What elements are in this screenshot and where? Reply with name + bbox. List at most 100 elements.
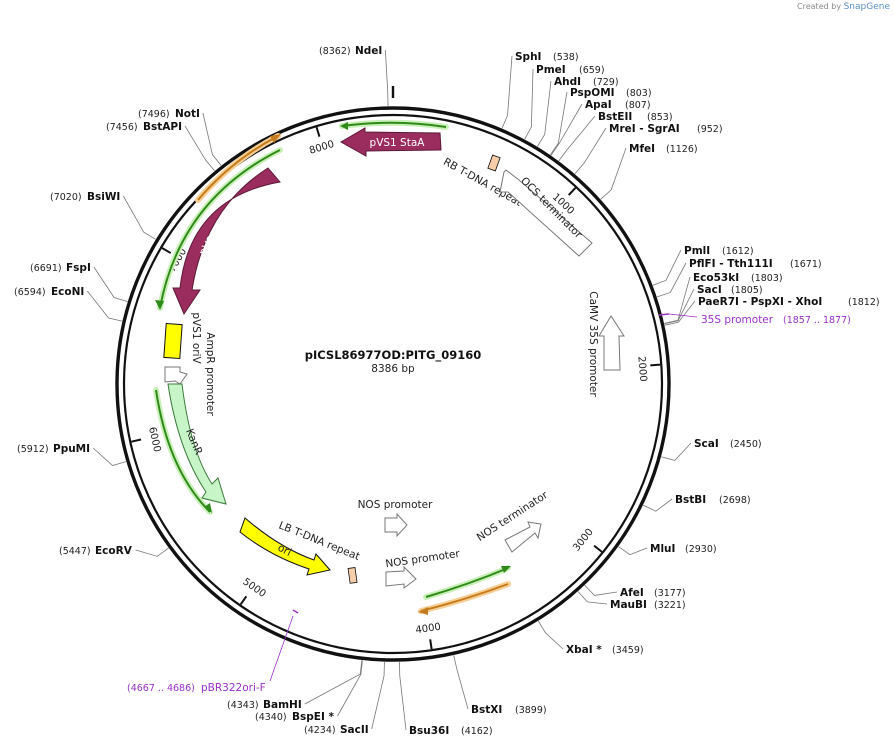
site-bsu36i[interactable]: Bsu36I(4162) — [409, 725, 493, 737]
feature-pvs1-staa[interactable]: pVS1 StaA — [339, 127, 442, 157]
primer-pbr322ori-f-range: (4667 .. 4686) — [127, 683, 195, 694]
orf-repa — [155, 147, 283, 311]
site-leader — [550, 103, 583, 156]
site-leader — [371, 661, 385, 730]
site-leader — [600, 147, 627, 200]
svg-text:(5912): (5912) — [17, 444, 49, 455]
svg-text:(7020): (7020) — [50, 192, 82, 203]
site-ecorv[interactable]: (5447) EcoRV — [59, 545, 133, 557]
svg-text:BstAPI: BstAPI — [143, 121, 182, 133]
feature-ori[interactable]: ori — [239, 517, 331, 576]
site-leader — [550, 91, 568, 156]
site-bsiwi[interactable]: (7020)BsiWI — [50, 191, 120, 203]
svg-text:PflFI - Tth111I: PflFI - Tth111I — [689, 258, 773, 270]
site-pmei[interactable]: PmeI(659) — [536, 64, 605, 76]
site-leader — [92, 447, 127, 466]
feature-nos-promoter-2[interactable]: NOS promoter — [385, 548, 461, 589]
site-paer7i-pspxi-xhoi[interactable]: PaeR7I - PspXI - XhoI(1812) — [698, 296, 880, 308]
primer-pbr322ori-f[interactable]: (4667 .. 4686) pBR322ori-F — [127, 609, 299, 694]
site-ndei[interactable]: (8362) NdeI — [319, 45, 382, 57]
site-leader — [524, 68, 534, 140]
primer-35s[interactable]: 35S promoter (1857 .. 1877) — [658, 313, 851, 326]
tick-label-6000: 6000 — [146, 426, 162, 453]
svg-text:ApaI: ApaI — [585, 99, 612, 111]
site-mrei-sgrai[interactable]: MreI - SgrAI(952) — [609, 123, 723, 135]
tick-6000 — [131, 438, 142, 443]
ori-label: ori — [276, 542, 294, 559]
site-apai[interactable]: ApaI(807) — [585, 99, 651, 111]
tick-4000 — [429, 639, 433, 650]
feature-ampr-promoter[interactable]: AmpR promoter — [164, 332, 216, 416]
site-mlui[interactable]: MluI(2930) — [650, 543, 717, 555]
tick-label-4000: 4000 — [415, 622, 442, 637]
site-leader — [453, 655, 469, 710]
svg-text:(5447): (5447) — [59, 546, 91, 557]
svg-text:(8362): (8362) — [319, 46, 351, 57]
svg-text:(4162): (4162) — [461, 726, 493, 737]
camv-35s-label: CaMV 35S promoter — [587, 291, 599, 397]
tick-7000 — [161, 247, 172, 254]
site-leader — [93, 266, 128, 303]
site-ppumi[interactable]: (5912)PpuMI — [17, 443, 90, 455]
tick-label-5000: 5000 — [240, 576, 267, 600]
site-leader — [661, 442, 692, 461]
svg-text:(803): (803) — [626, 88, 652, 99]
site-leaders — [86, 49, 696, 731]
site-afei[interactable]: AfeI(3177) — [620, 587, 686, 599]
plasmid-name: pICSL86977OD:PITG_09160 — [305, 348, 481, 363]
svg-text:MluI: MluI — [650, 543, 675, 555]
svg-text:SacII: SacII — [340, 724, 369, 736]
plasmid-length: 8386 bp — [371, 363, 415, 375]
svg-text:(6691): (6691) — [30, 263, 62, 274]
feature-nos-promoter-1[interactable]: NOS promoter — [358, 499, 434, 538]
site-bspei[interactable]: (4340)BspEI * — [255, 711, 335, 723]
svg-text:EcoNI: EcoNI — [51, 286, 84, 298]
site-noti[interactable]: (7496)NotI — [138, 108, 200, 120]
credit-prefix: Created by — [797, 2, 842, 11]
feature-camv-35s[interactable]: CaMV 35S promoter — [587, 291, 625, 397]
site-leader — [537, 620, 564, 650]
site-leader — [501, 55, 513, 129]
svg-text:(4234): (4234) — [304, 725, 336, 736]
site-bstxi[interactable]: BstXI(3899) — [471, 704, 547, 716]
site-bstapi[interactable]: (7456)BstAPI — [106, 121, 182, 133]
svg-text:(853): (853) — [647, 112, 673, 123]
site-bamhi[interactable]: (4343)BamHI — [227, 699, 302, 711]
tick-label-2000: 2000 — [635, 356, 648, 382]
site-pspomi[interactable]: PspOMI (803) — [570, 87, 652, 99]
site-sphi[interactable]: SphI(538) — [515, 51, 579, 63]
site-sacii[interactable]: (4234) SacII — [304, 724, 369, 736]
site-leader — [202, 112, 222, 166]
svg-text:(7496): (7496) — [138, 109, 170, 120]
snapgene-credit: Created by SnapGene — [797, 2, 890, 12]
primer-35s-label: 35S promoter — [701, 314, 774, 326]
feature-nos-terminator[interactable]: NOS terminator — [475, 489, 551, 553]
svg-text:(1803): (1803) — [751, 273, 783, 284]
site-fspi[interactable]: (6691)FspI — [30, 262, 91, 274]
site-bsteii[interactable]: BstEII (853) — [598, 111, 673, 123]
svg-text:(538): (538) — [553, 52, 579, 63]
site-pmli[interactable]: PmlI(1612) — [684, 245, 754, 257]
site-xbai[interactable]: XbaI *(3459) — [566, 644, 644, 656]
site-econi[interactable]: (6594)EcoNI — [14, 286, 84, 298]
site-mfei[interactable]: MfeI(1126) — [629, 143, 698, 155]
svg-text:BstEII: BstEII — [598, 111, 632, 123]
site-eco53ki[interactable]: Eco53kI(1803) — [693, 272, 783, 284]
svg-text:EcoRV: EcoRV — [95, 545, 133, 557]
feature-pvs1-oriv[interactable]: pVS1 oriV — [163, 312, 202, 365]
svg-text:NdeI: NdeI — [355, 45, 382, 57]
site-ahdi[interactable]: AhdI(729) — [554, 76, 619, 88]
site-pflfi-tth111i[interactable]: PflFI - Tth111I(1671) — [689, 258, 822, 270]
orf-orange-top — [195, 133, 281, 203]
site-maubi[interactable]: MauBI(3221) — [610, 599, 686, 611]
svg-text:(4340): (4340) — [255, 712, 287, 723]
site-saci[interactable]: SacI(1805) — [697, 284, 763, 296]
site-bstbi[interactable]: BstBI(2698) — [675, 494, 751, 506]
site-leader — [122, 195, 156, 240]
feature-ocs-terminator[interactable]: OCS terminator — [499, 169, 593, 257]
site-leader — [337, 660, 363, 717]
svg-text:PspOMI: PspOMI — [570, 87, 615, 99]
site-scai[interactable]: ScaI(2450) — [694, 438, 762, 450]
feature-kanr[interactable]: KanR — [167, 383, 227, 505]
